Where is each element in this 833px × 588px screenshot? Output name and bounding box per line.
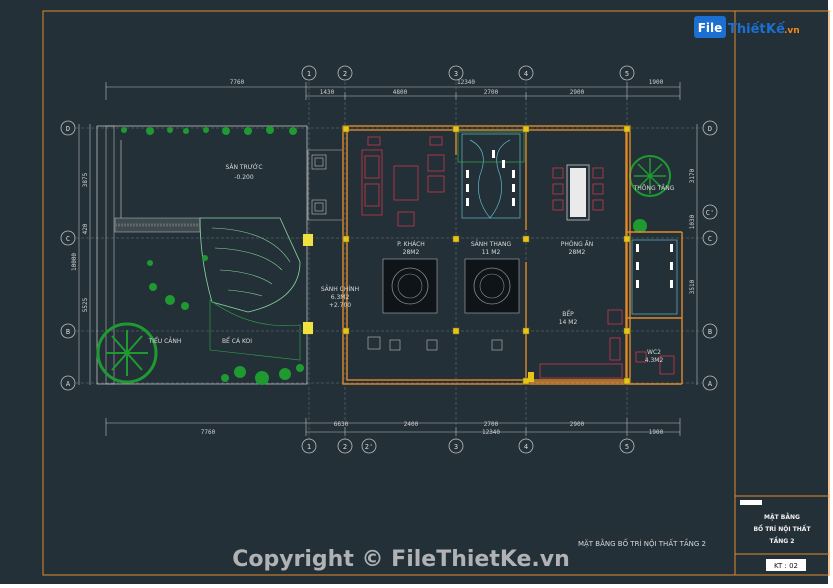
watermark-logo: File Thiết Kế .vn: [694, 16, 800, 38]
sheet-number: KT : 02: [774, 562, 798, 570]
dim-right-seg-2: 1030: [689, 214, 696, 229]
dim-left-seg-1: 3875: [82, 172, 89, 187]
grid-bubbles-top: 1 2 3 4 5: [301, 65, 635, 81]
label-san-truoc-level: -0.200: [234, 174, 254, 181]
label-wc2: WC2: [647, 349, 661, 356]
watermark-copyright: Copyright © FileThietKe.vn: [232, 547, 570, 572]
label-sanh-chinh-area: 6.3M2: [331, 294, 350, 301]
floor-medallions: [382, 258, 520, 314]
entrance-doors: [303, 234, 313, 334]
grid-bubbles-right: D C' C B A: [702, 120, 718, 391]
title-line-1: MẶT BẰNG: [764, 513, 800, 521]
dim-top-seg-1: 1430: [320, 89, 335, 96]
dim-bottom-seg-3: 2700: [484, 421, 499, 428]
sheet-border: [42, 10, 830, 576]
dim-bottom-mid: 12340: [482, 429, 500, 436]
grid-left-D: D: [66, 125, 70, 133]
dim-top-right: 1900: [649, 79, 664, 86]
dim-left-seg-2: 420: [82, 223, 89, 234]
label-be-ca-koi: BỂ CÁ KOI: [222, 337, 252, 345]
front-yard-boundary: [96, 125, 308, 385]
title-line-3: TẦNG 2: [770, 536, 795, 545]
dim-top-seg-2: 4800: [393, 89, 408, 96]
grid-top-5: 5: [625, 70, 629, 78]
grid-bubbles-bottom: 1 2 2' 3 4 5: [301, 438, 635, 454]
label-thong-tang: THÔNG TẦNG: [633, 184, 675, 192]
grid-bottom-2: 2: [343, 443, 347, 451]
label-san-truoc: SÂN TRƯỚC: [225, 164, 262, 171]
grid-right-Cprime: C': [706, 209, 714, 217]
label-sanh-thang-area: 11 M2: [482, 249, 501, 256]
dim-right-seg-1: 3170: [689, 168, 696, 183]
grid-left-A: A: [66, 380, 71, 388]
kitchen-furniture: [528, 309, 623, 382]
grid-top-1: 1: [307, 70, 311, 78]
label-bep-area: 14 M2: [559, 319, 578, 326]
grid-right-A: A: [708, 380, 713, 388]
curved-stair: [199, 217, 301, 313]
label-p-khach-area: 28M2: [403, 249, 420, 256]
logo-vn-text: .vn: [784, 26, 800, 36]
dim-bottom-left: 7760: [201, 429, 216, 436]
living-room-furniture: [361, 136, 445, 227]
title-block: [734, 495, 830, 576]
logo-thiet-text: Thiết: [728, 22, 766, 37]
grid-bottom-5: 5: [625, 443, 629, 451]
dim-left-seg-3: 5525: [82, 297, 89, 312]
dim-top-seg-4: 2900: [570, 89, 585, 96]
label-sanh-chinh: SẢNH CHÍNH: [321, 285, 359, 293]
grid-bottom-3: 3: [454, 443, 458, 451]
main-stair: [457, 131, 525, 219]
label-p-khach: P. KHÁCH: [397, 241, 425, 248]
grid-top-4: 4: [524, 70, 528, 78]
label-tieu-canh: TIỂU CẢNH: [148, 337, 182, 345]
grid-bottom-4: 4: [524, 443, 528, 451]
title-line-2: BỐ TRÍ NỘI THẤT: [753, 525, 811, 533]
tree-left: [96, 322, 158, 384]
label-sanh-thang: SẢNH THANG: [471, 240, 512, 248]
dimension-lines: [78, 82, 698, 436]
entrance-pillars: [307, 149, 503, 351]
grid-right-D: D: [708, 125, 712, 133]
dining-furniture: [552, 164, 604, 221]
dim-bottom-seg-1: 6630: [334, 421, 349, 428]
label-wc2-area: 4.3M2: [645, 357, 664, 364]
grid-right-B: B: [708, 328, 712, 336]
walls: [342, 125, 683, 385]
drawing-title: MẶT BẰNG BỐ TRÍ NỘI THẤT TẦNG 2: [578, 538, 706, 548]
logo-ke-text: Kế: [766, 22, 785, 37]
dim-left-total: 10000: [71, 253, 78, 271]
dim-top-seg-3: 2700: [484, 89, 499, 96]
hedge-plants: [121, 126, 297, 135]
koi-pond-outline: [209, 299, 301, 361]
grid-bubbles-left: D C B A: [60, 120, 76, 391]
grid-axis-lines: [76, 82, 702, 440]
dim-top-left: 7760: [230, 79, 245, 86]
grid-right-C: C: [708, 235, 712, 243]
label-sanh-chinh-level: +2.700: [329, 302, 351, 309]
grid-bottom-2prime: 2': [365, 443, 373, 451]
grid-left-C: C: [66, 235, 70, 243]
dim-bottom-seg-2: 2400: [404, 421, 419, 428]
dim-bottom-seg-4: 2900: [570, 421, 585, 428]
dim-top-mid: 12340: [457, 79, 475, 86]
grid-bottom-1: 1: [307, 443, 311, 451]
label-phong-an-area: 28M2: [569, 249, 586, 256]
grid-top-3: 3: [454, 70, 458, 78]
service-stair: [631, 239, 678, 375]
logo-file-text: File: [698, 21, 723, 35]
grid-left-B: B: [66, 328, 70, 336]
grid-top-2: 2: [343, 70, 347, 78]
dim-bottom-right: 1900: [649, 429, 664, 436]
label-bep: BẾP: [562, 310, 574, 318]
label-phong-an: PHÒNG ĂN: [561, 241, 594, 248]
dim-right-seg-3: 3510: [689, 279, 696, 294]
